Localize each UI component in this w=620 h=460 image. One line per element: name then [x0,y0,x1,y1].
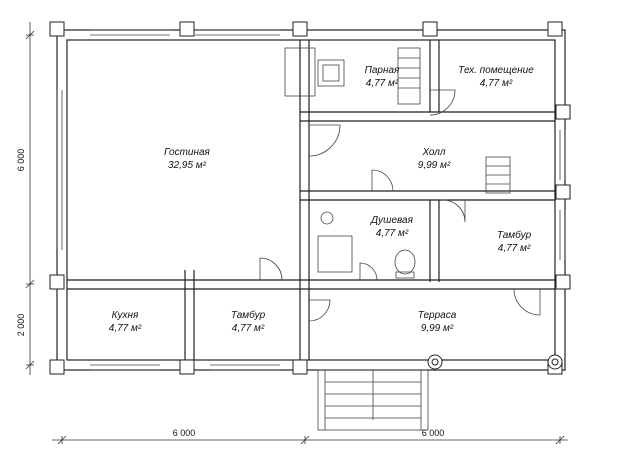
room-area-shower: 4,77 м² [376,228,409,239]
room-name-vestibule-left: Тамбур [231,309,266,321]
log-joints [49,21,571,375]
dimension-left-bottom: 2 000 [16,314,26,337]
doors [259,89,541,322]
dimension-bottom-left: 6 000 [173,428,196,438]
room-name-kitchen: Кухня [112,310,139,321]
windows [56,29,566,371]
room-name-vestibule-right: Тамбур [497,229,532,241]
room-name-shower: Душевая [370,215,414,226]
room-area-vestibule-left: 4,77 м² [232,323,265,334]
shower-fixtures [317,211,416,279]
room-area-terrace: 9,99 м² [421,323,454,334]
entrance-steps [317,369,429,431]
room-area-hall: 9,99 м² [418,160,451,171]
room-area-steam: 4,77 м² [366,78,399,89]
room-name-tech: Тех. помещение [458,65,534,76]
room-name-hall: Холл [421,147,445,158]
terrace-posts [427,354,563,370]
room-area-tech: 4,77 м² [480,78,513,89]
room-name-terrace: Терраса [418,310,457,321]
dimension-labels: 6 000 6 000 6 000 2 000 [16,149,444,438]
hall-stair-icon [485,156,511,194]
walls [56,29,566,371]
room-labels: Гостиная 32,95 м² Парная 4,77 м² Тех. по… [109,65,534,334]
dimension-bottom-right: 6 000 [422,428,445,438]
dimension-lines [25,22,568,445]
room-area-kitchen: 4,77 м² [109,323,142,334]
steam-room-fixtures [284,47,421,105]
room-area-living: 32,95 м² [168,160,207,171]
room-name-steam: Парная [365,65,400,76]
room-name-living: Гостиная [164,147,210,158]
dimension-left-top: 6 000 [16,149,26,172]
room-area-vestibule-right: 4,77 м² [498,243,531,254]
